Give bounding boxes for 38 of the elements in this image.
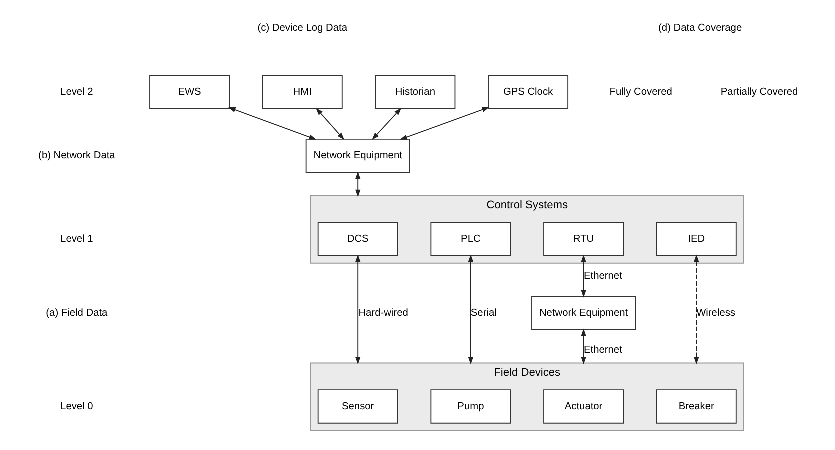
node-box: Breaker bbox=[656, 390, 736, 424]
label: Level 1 bbox=[60, 234, 93, 245]
arrow bbox=[580, 254, 586, 298]
arrow bbox=[468, 254, 474, 365]
label: (a) Field Data bbox=[46, 308, 108, 319]
arrow bbox=[315, 108, 344, 140]
node-box: IED bbox=[656, 222, 736, 256]
arrow bbox=[355, 172, 360, 198]
node-box: Actuator bbox=[543, 390, 624, 424]
arrow bbox=[694, 254, 699, 365]
node-box: Network Equipment bbox=[305, 138, 410, 174]
label: Fully Covered bbox=[609, 86, 672, 98]
node-box: EWS bbox=[149, 75, 230, 110]
node-box: RTU bbox=[543, 222, 624, 256]
node-box: PLC bbox=[430, 222, 511, 256]
label: (b) Network Data bbox=[38, 150, 115, 162]
label: (d) Data Coverage bbox=[658, 23, 742, 34]
arrow bbox=[372, 108, 402, 140]
label: Partially Covered bbox=[720, 86, 798, 98]
label: (c) Device Log Data bbox=[257, 23, 347, 34]
edge-label: Ethernet bbox=[584, 344, 622, 356]
arrow bbox=[355, 254, 360, 365]
label: Level 2 bbox=[60, 86, 93, 98]
arrow bbox=[580, 328, 586, 365]
node-box: HMI bbox=[262, 75, 342, 110]
node-box: Pump bbox=[430, 390, 511, 424]
node-box: Network Equipment bbox=[531, 296, 636, 330]
node-box: GPS Clock bbox=[488, 75, 568, 110]
node-box: DCS bbox=[317, 222, 398, 256]
arrow bbox=[228, 107, 316, 140]
node-box: Historian bbox=[374, 75, 456, 110]
edge-label: Ethernet bbox=[584, 270, 622, 282]
edge-label: Serial bbox=[470, 308, 496, 319]
node-box: Sensor bbox=[317, 390, 398, 424]
label: Level 0 bbox=[60, 401, 93, 412]
arrow bbox=[400, 107, 490, 140]
edge-label: Wireless bbox=[696, 308, 736, 319]
edge-label: Hard-wired bbox=[358, 308, 408, 319]
